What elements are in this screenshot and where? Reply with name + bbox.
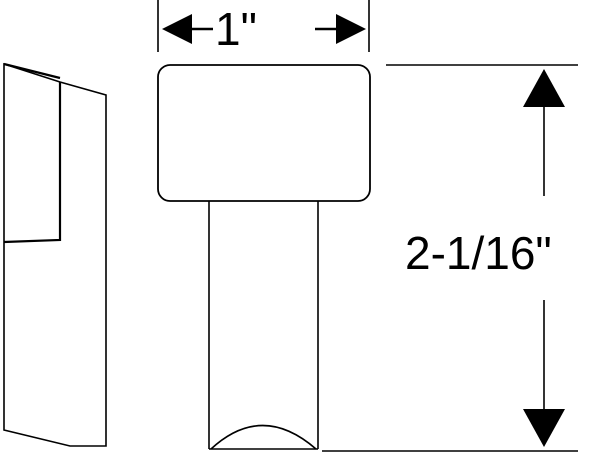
front-view-head xyxy=(157,64,371,202)
height-dimension xyxy=(322,64,578,452)
width-arrow-right-icon xyxy=(336,14,366,44)
height-arrow-up-icon xyxy=(523,69,565,107)
side-view xyxy=(3,62,107,447)
side-view-outline xyxy=(3,62,107,447)
side-view-cap-top xyxy=(3,62,61,80)
height-dimension-label: 2-1/16" xyxy=(405,227,552,279)
shank-bottom-curve xyxy=(210,424,317,450)
width-arrow-left-icon xyxy=(162,14,192,44)
width-dimension xyxy=(157,0,370,52)
side-view-cap-edge xyxy=(3,82,62,244)
height-arrow-down-icon xyxy=(523,409,565,447)
width-dimension-label: 1" xyxy=(215,3,257,55)
front-view-shank xyxy=(208,201,319,450)
